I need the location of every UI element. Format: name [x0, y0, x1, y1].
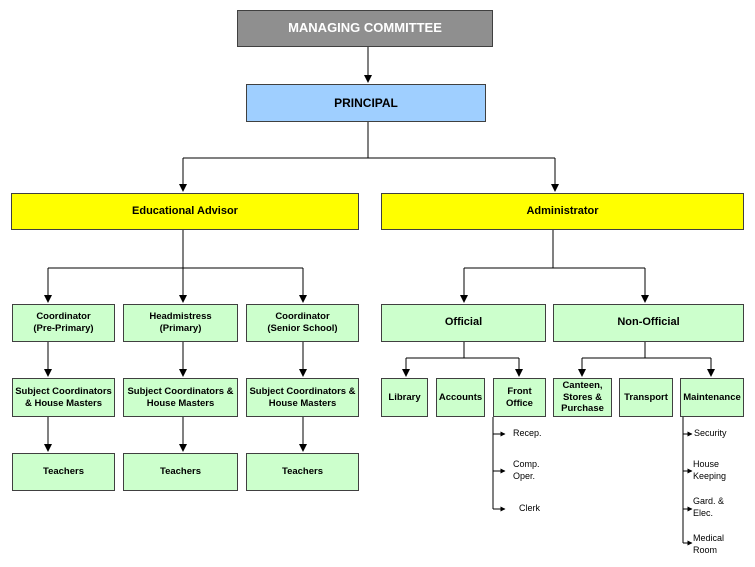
node-principal: PRINCIPAL: [246, 84, 486, 122]
node-subject-coordinators-3: Subject Coordinators & House Masters: [246, 378, 359, 417]
node-teachers-1: Teachers: [12, 453, 115, 491]
node-subject-coordinators-2: Subject Coordinators & House Masters: [123, 378, 238, 417]
node-teachers-2: Teachers: [123, 453, 238, 491]
node-accounts: Accounts: [436, 378, 485, 417]
maintenance-staff-security: Security: [694, 428, 727, 438]
node-maintenance: Maintenance: [680, 378, 744, 417]
node-administrator: Administrator: [381, 193, 744, 230]
node-transport: Transport: [619, 378, 673, 417]
front-office-staff-recep: Recep.: [513, 428, 542, 438]
maintenance-staff-house-keeping: House Keeping: [693, 459, 727, 481]
node-library: Library: [381, 378, 428, 417]
node-educational-advisor: Educational Advisor: [11, 193, 359, 230]
node-headmistress-primary: Headmistress (Primary): [123, 304, 238, 342]
node-subject-coordinators-1: Subject Coordinators & House Masters: [12, 378, 115, 417]
front-office-staff-clerk: Clerk: [519, 503, 541, 513]
front-office-staff-comp-oper: Comp. Oper.: [513, 459, 540, 481]
maintenance-staff-gard-elec: Gard. & Elec.: [693, 496, 725, 518]
node-coordinator-senior-school: Coordinator (Senior School): [246, 304, 359, 342]
node-canteen-stores-purchase: Canteen, Stores & Purchase: [553, 378, 612, 417]
node-teachers-3: Teachers: [246, 453, 359, 491]
node-official: Official: [381, 304, 546, 342]
maintenance-staff-medical-room: Medical Room: [693, 533, 725, 555]
node-managing-committee: MANAGING COMMITTEE: [237, 10, 493, 47]
node-non-official: Non-Official: [553, 304, 744, 342]
node-coordinator-pre-primary: Coordinator (Pre-Primary): [12, 304, 115, 342]
node-front-office: Front Office: [493, 378, 546, 417]
